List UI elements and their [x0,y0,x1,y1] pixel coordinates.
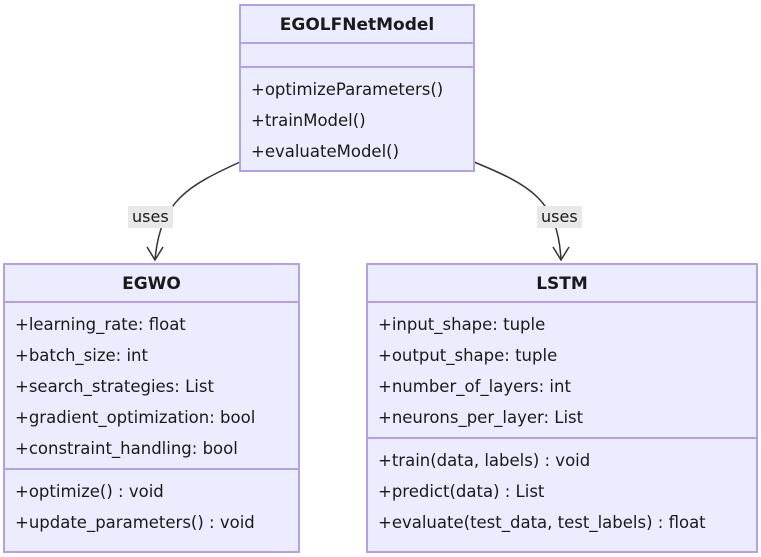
attribute-item: +batch_size: int [15,346,148,365]
class-title: LSTM [368,265,756,303]
attribute-item: +learning_rate: float [15,315,186,334]
methods-section: +optimizeParameters() +trainModel() +eva… [241,68,473,171]
methods-section: +optimize() : void +update_parameters() … [5,470,298,542]
method-item: +optimizeParameters() [251,80,444,99]
edge-egolf-lstm [473,161,562,261]
attribute-item: +input_shape: tuple [378,315,546,334]
methods-section: +train(data, labels) : void +predict(dat… [368,439,756,542]
attribute-item: +neurons_per_layer: List [378,408,584,427]
method-item: +trainModel() [251,111,366,130]
attribute-item: +search_strategies: List [15,377,214,396]
class-title: EGOLFNetModel [241,6,473,44]
edge-egolf-egwo [154,161,241,261]
class-egolfnetmodel: EGOLFNetModel +optimizeParameters() +tra… [239,4,475,172]
attributes-section: +learning_rate: float +batch_size: int +… [5,303,298,470]
method-item: +predict(data) : List [378,482,545,501]
attribute-item: +output_shape: tuple [378,346,558,365]
arrowhead-lstm [552,246,570,262]
method-item: +train(data, labels) : void [378,451,591,470]
attribute-item: +number_of_layers: int [378,377,571,396]
attribute-item: +constraint_handling: bool [15,439,238,458]
attributes-section [241,44,473,68]
edge-label-uses-lstm: uses [537,206,582,228]
class-title: EGWO [5,265,298,303]
attributes-section: +input_shape: tuple +output_shape: tuple… [368,303,756,439]
attribute-item: +gradient_optimization: bool [15,408,256,427]
method-item: +optimize() : void [15,482,164,501]
class-lstm: LSTM +input_shape: tuple +output_shape: … [366,263,758,553]
arrowhead-egwo [146,246,164,262]
class-egwo: EGWO +learning_rate: float +batch_size: … [3,263,300,553]
method-item: +update_parameters() : void [15,513,255,532]
edge-label-uses-egwo: uses [128,206,173,228]
method-item: +evaluateModel() [251,142,400,161]
method-item: +evaluate(test_data, test_labels) : floa… [378,513,706,532]
